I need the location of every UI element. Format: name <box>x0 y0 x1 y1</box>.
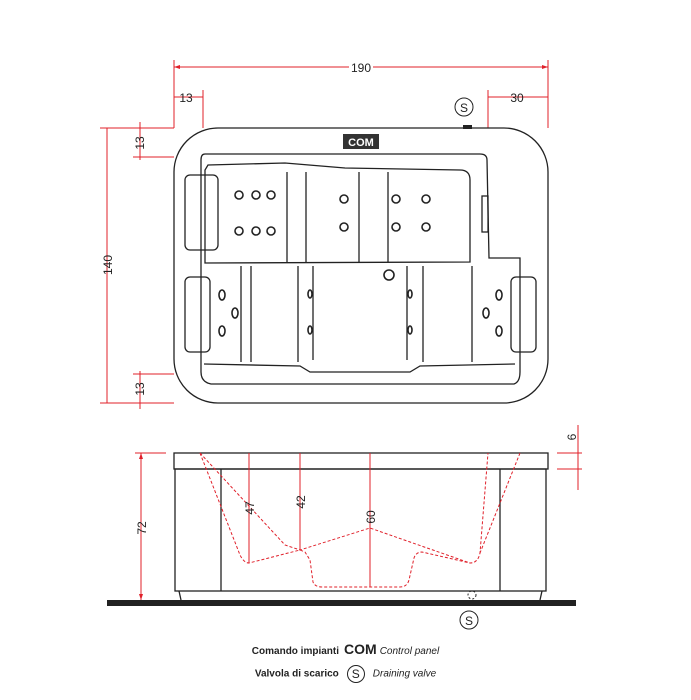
com-label: COM <box>348 137 374 149</box>
svg-text:72: 72 <box>135 521 149 535</box>
svg-text:13: 13 <box>179 91 193 105</box>
dimension-width: 140 13 13 <box>100 122 174 409</box>
svg-text:13: 13 <box>133 136 147 150</box>
side-view-tub <box>107 452 576 606</box>
svg-text:13: 13 <box>133 382 147 396</box>
top-view-tub: COM <box>173 127 549 404</box>
dimension-left-offset: 13 <box>174 90 204 128</box>
valve-symbol-top: S <box>454 97 474 129</box>
svg-text:6: 6 <box>565 433 579 440</box>
valve-symbol-side: S <box>459 610 479 630</box>
svg-text:S: S <box>465 614 473 628</box>
svg-text:140: 140 <box>101 255 115 275</box>
svg-text:60: 60 <box>364 510 378 524</box>
dim-length-label: 190 <box>351 61 371 75</box>
dimension-right-offset: 30 <box>487 90 548 128</box>
floor-line <box>107 600 576 606</box>
svg-text:42: 42 <box>294 495 308 509</box>
svg-text:S: S <box>460 101 468 115</box>
dimension-length: 190 <box>173 60 549 128</box>
jets <box>218 190 503 337</box>
com-panel-badge <box>343 134 379 149</box>
svg-text:30: 30 <box>510 91 524 105</box>
svg-text:47: 47 <box>243 501 257 515</box>
side-dimensions: 72 6 47 42 60 <box>135 425 582 600</box>
